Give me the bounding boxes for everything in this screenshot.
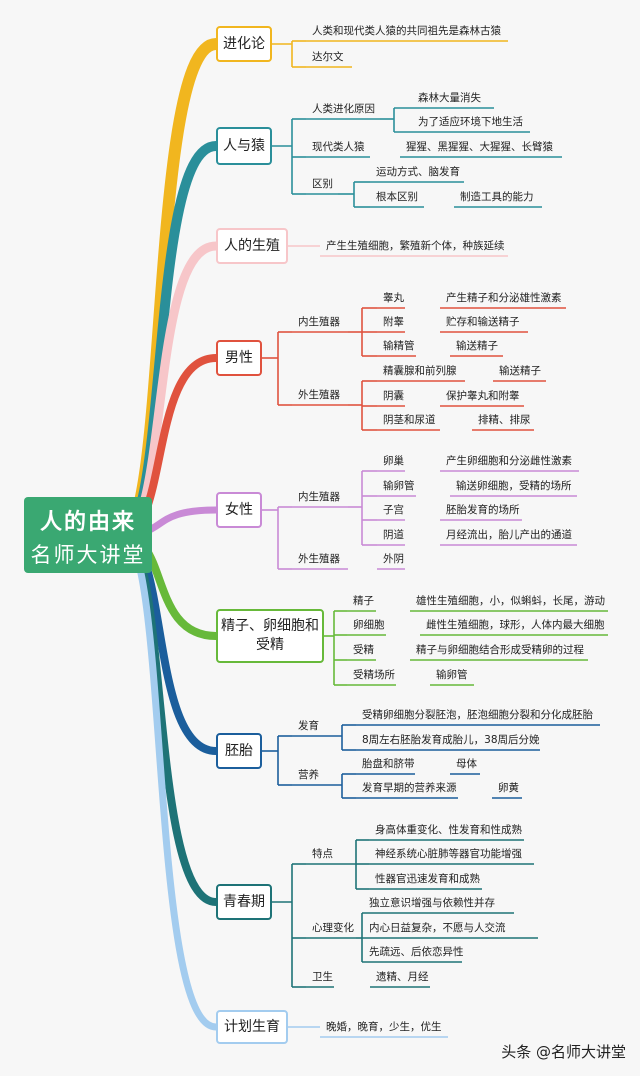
node-label: 阴道	[383, 529, 404, 541]
node-label: 外生殖器	[298, 553, 340, 565]
node-label: 卵巢	[383, 455, 404, 467]
node-label: 猩猩、黑猩猩、大猩猩、长臂猿	[406, 141, 553, 153]
node-label: 人类和现代类人猿的共同祖先是森林古猿	[312, 25, 501, 37]
node-label: 内心日益复杂，不愿与人交流	[369, 922, 506, 934]
node-label: 独立意识增强与依赖性并存	[369, 897, 495, 909]
node-label: 胎盘和脐带	[362, 758, 415, 770]
root-node: 人的由来 名师大讲堂	[24, 497, 152, 573]
node-label: 附睾	[383, 316, 404, 328]
node-label: 区别	[312, 178, 333, 190]
branch-node: 胚胎	[216, 733, 262, 769]
node-label: 子宫	[383, 504, 404, 516]
branch-node: 计划生育	[216, 1010, 288, 1044]
node-label: 心理变化	[312, 922, 354, 934]
node-label: 卫生	[312, 971, 333, 983]
node-label: 产生精子和分泌雄性激素	[446, 292, 562, 304]
node-label: 卵黄	[498, 782, 519, 794]
node-label: 精子与卵细胞结合形成受精卵的过程	[416, 644, 584, 656]
node-label: 性器官迅速发育和成熟	[375, 873, 480, 885]
branch-node: 人与猿	[216, 127, 272, 165]
branch-node: 男性	[216, 340, 262, 376]
node-label: 精子	[353, 595, 374, 607]
node-label: 外生殖器	[298, 389, 340, 401]
node-label: 8周左右胚胎发育成胎儿，38周后分娩	[362, 734, 540, 746]
node-label: 受精卵细胞分裂胚泡，胚泡细胞分裂和分化成胚胎	[362, 709, 593, 721]
node-label: 遗精、月经	[376, 971, 429, 983]
node-label: 森林大量消失	[418, 92, 481, 104]
root-subtitle: 名师大讲堂	[30, 543, 146, 567]
node-label: 发育早期的营养来源	[362, 782, 457, 794]
node-label: 神经系统心脏肺等器官功能增强	[375, 848, 522, 860]
node-label: 产生卵细胞和分泌雌性激素	[446, 455, 572, 467]
node-label: 晚婚，晚育，少生，优生	[326, 1021, 442, 1033]
node-label: 阴茎和尿道	[383, 414, 436, 426]
node-label: 为了适应环境下地生活	[418, 116, 523, 128]
node-label: 卵细胞	[353, 619, 385, 631]
branch-node: 青春期	[216, 884, 272, 920]
node-label: 营养	[298, 769, 319, 781]
node-label: 受精场所	[353, 669, 395, 681]
node-label: 保护睾丸和附睾	[446, 390, 520, 402]
node-label: 月经流出，胎儿产出的通道	[446, 529, 572, 541]
watermark: 头条 @名师大讲堂	[501, 1043, 626, 1061]
node-label: 人类进化原因	[312, 103, 375, 115]
node-label: 产生生殖细胞，繁殖新个体，种族延续	[326, 240, 505, 252]
node-label: 身高体重变化、性发育和性成熟	[375, 824, 522, 836]
node-label: 睾丸	[383, 292, 404, 304]
node-label: 特点	[312, 848, 333, 860]
node-label: 外阴	[383, 553, 404, 565]
node-label: 排精、排尿	[478, 414, 531, 426]
node-label: 制造工具的能力	[460, 191, 534, 203]
branch-node: 精子、卵细胞和受精	[216, 609, 324, 663]
node-label: 输卵管	[383, 480, 415, 492]
node-label: 雄性生殖细胞，小，似蝌蚪，长尾，游动	[416, 595, 605, 607]
node-label: 根本区别	[376, 191, 418, 203]
node-label: 受精	[353, 644, 374, 656]
node-label: 雌性生殖细胞，球形，人体内最大细胞	[426, 619, 605, 631]
node-label: 精囊腺和前列腺	[383, 365, 457, 377]
node-label: 胚胎发育的场所	[446, 504, 520, 516]
root-title: 人的由来	[39, 510, 136, 535]
node-label: 输卵管	[436, 669, 468, 681]
node-label: 输送卵细胞，受精的场所	[456, 480, 572, 492]
branch-node: 进化论	[216, 26, 272, 62]
node-label: 贮存和输送精子	[446, 316, 520, 328]
node-label: 内生殖器	[298, 491, 340, 503]
branch-node: 人的生殖	[216, 228, 288, 264]
node-label: 运动方式、脑发育	[376, 166, 460, 178]
node-label: 现代类人猿	[312, 141, 365, 153]
node-label: 发育	[298, 720, 319, 732]
node-label: 达尔文	[312, 51, 344, 63]
node-label: 内生殖器	[298, 316, 340, 328]
node-label: 输精管	[383, 340, 415, 352]
node-label: 先疏远、后依恋异性	[369, 946, 464, 958]
node-label: 阴囊	[383, 390, 404, 402]
node-label: 输送精子	[499, 365, 541, 377]
node-label: 母体	[456, 758, 477, 770]
node-label: 输送精子	[456, 340, 498, 352]
branch-node: 女性	[216, 492, 262, 528]
